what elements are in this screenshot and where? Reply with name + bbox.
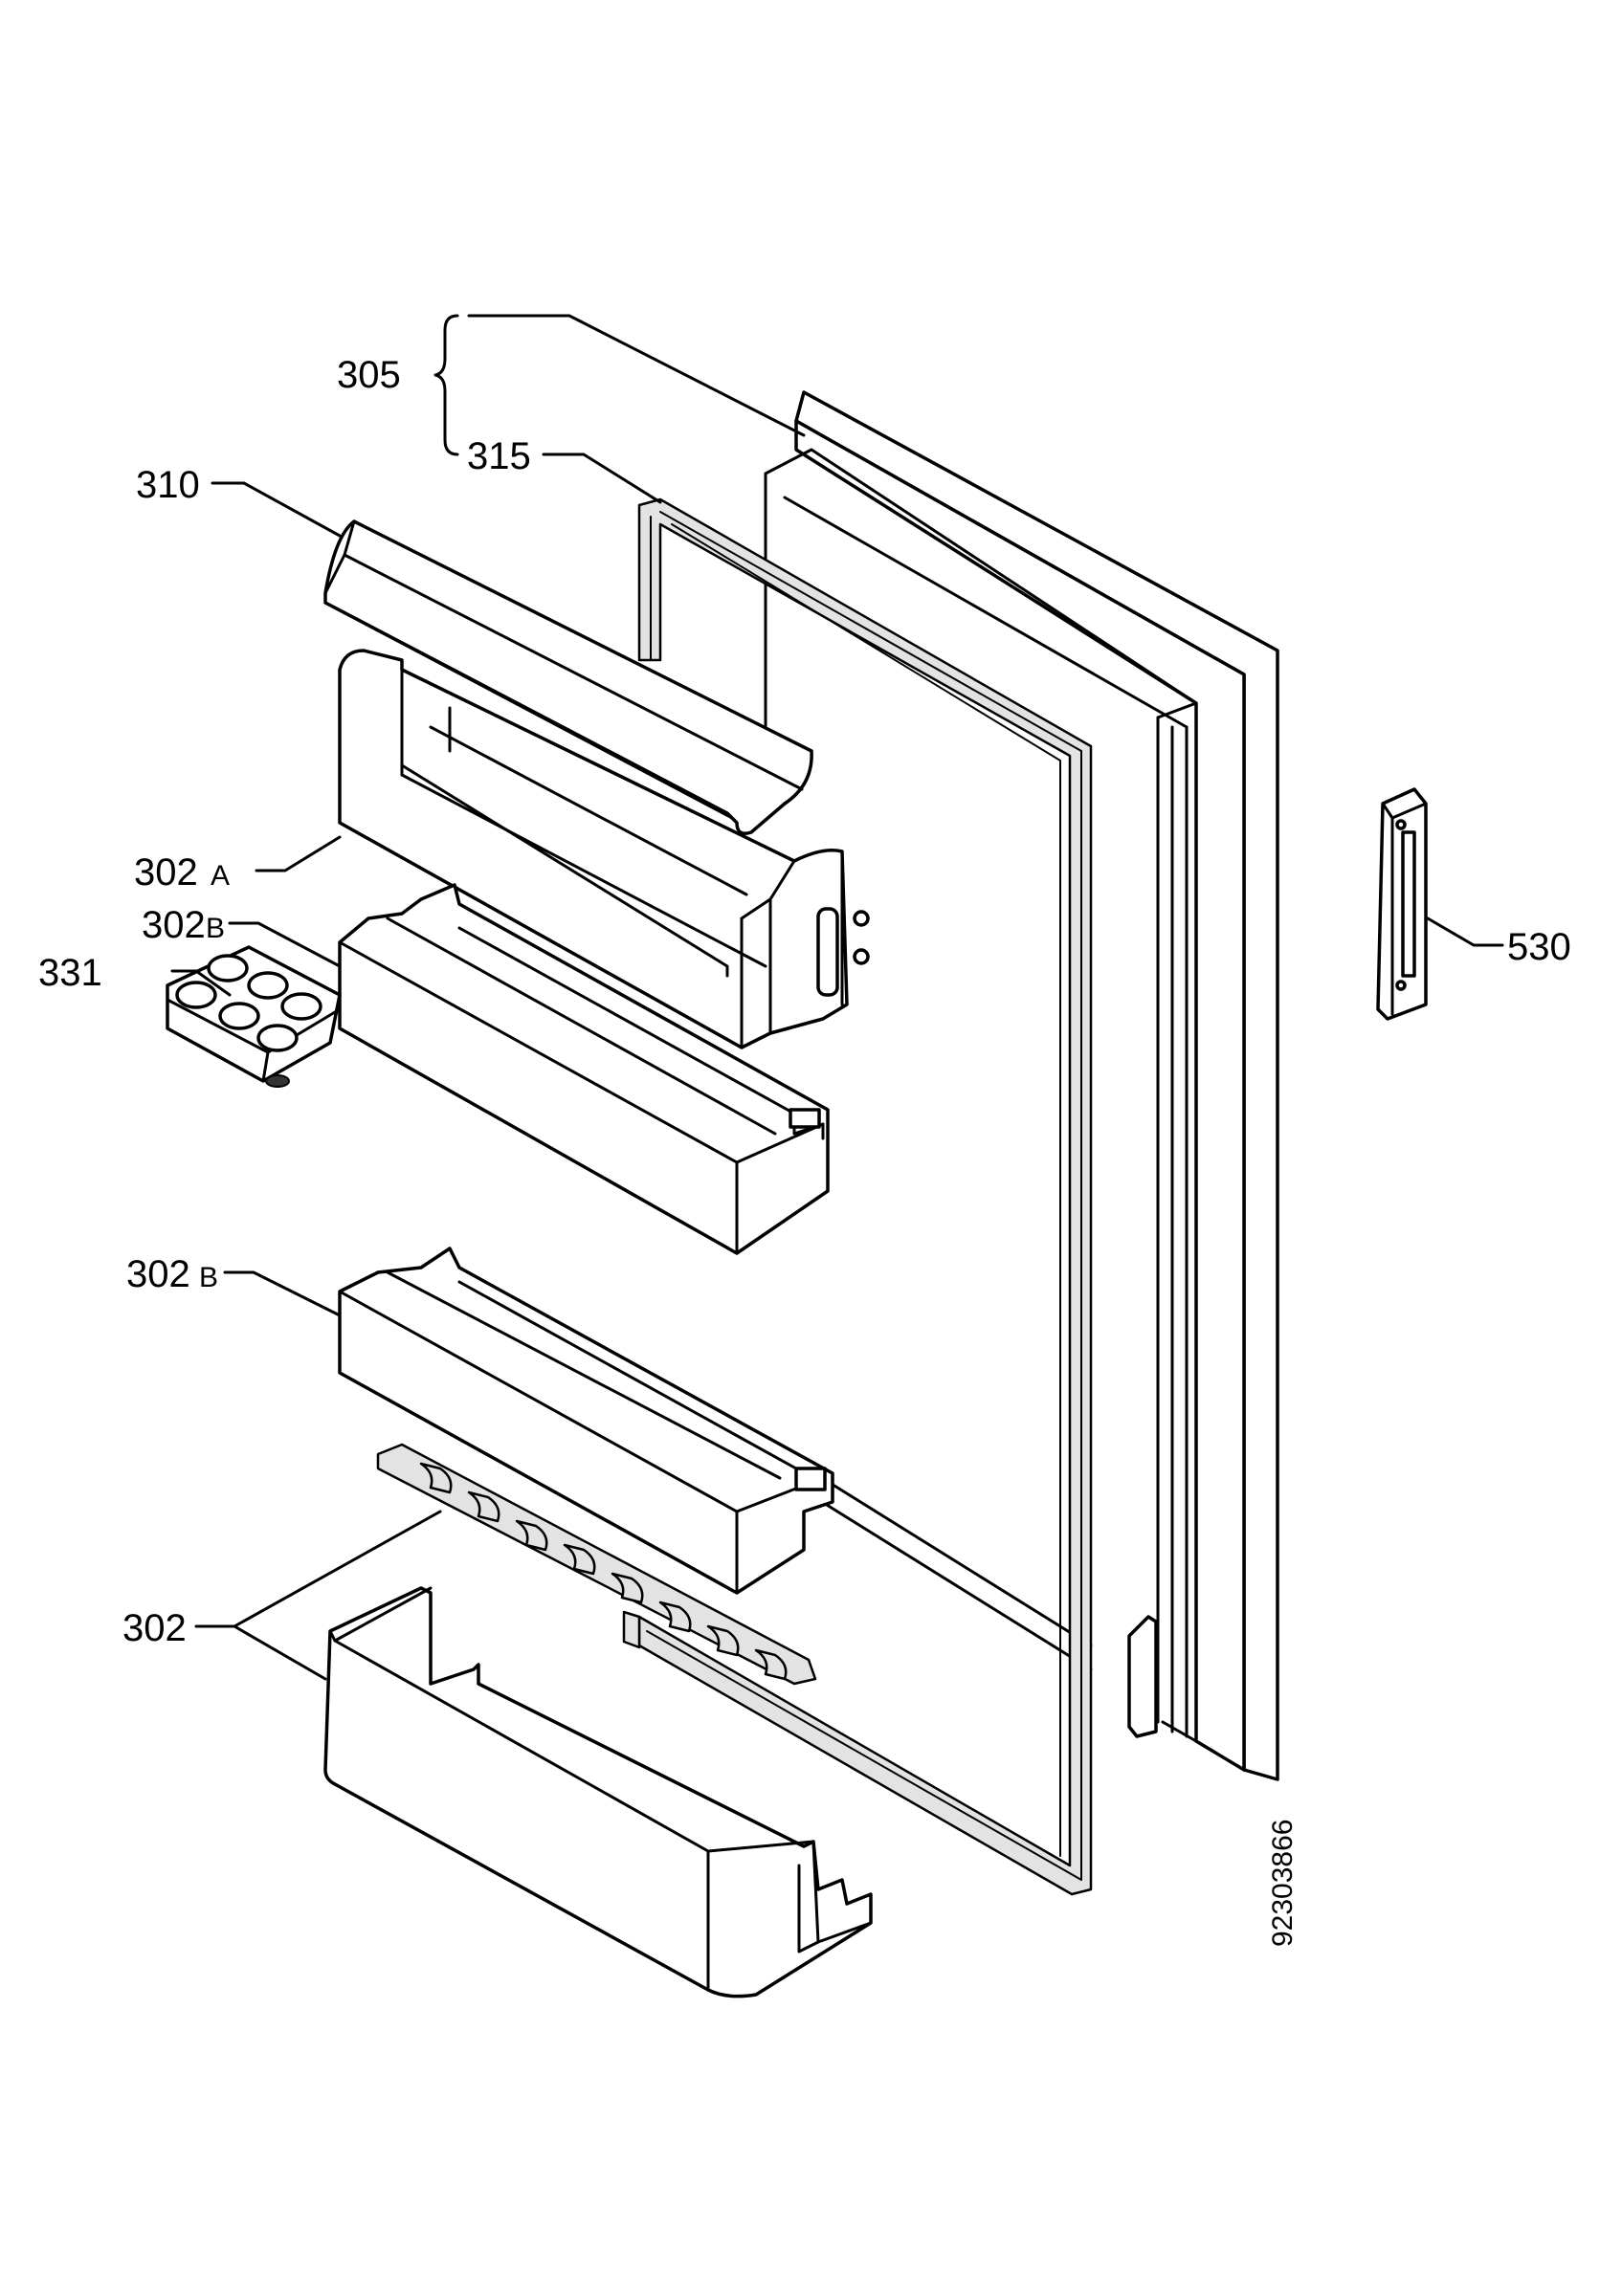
drawing-number: 92303866 bbox=[1267, 1820, 1299, 1947]
door-handle bbox=[1376, 787, 1428, 1021]
rack-bars bbox=[419, 1462, 788, 1681]
label-331: 331 bbox=[38, 952, 102, 994]
dairy-flap bbox=[323, 519, 813, 835]
label-302a-suffix: A bbox=[211, 860, 230, 892]
label-310: 310 bbox=[136, 464, 200, 506]
door-panel bbox=[764, 390, 1279, 1781]
bottle-rack bbox=[376, 1443, 817, 1686]
label-302b-upper: 302 bbox=[142, 904, 206, 946]
bottle-bin bbox=[323, 1586, 873, 1998]
middle-door-shelf bbox=[338, 883, 830, 1255]
label-315: 315 bbox=[467, 435, 531, 477]
door-gasket bbox=[622, 497, 1093, 1896]
label-302b-lower: 302 bbox=[126, 1253, 190, 1295]
upper-bin bbox=[338, 649, 870, 1049]
egg-tray bbox=[166, 945, 342, 1088]
lower-door-shelf bbox=[338, 1247, 834, 1595]
label-302a: 302 bbox=[134, 851, 198, 894]
label-530: 530 bbox=[1507, 926, 1571, 968]
label-302b-upper-suffix: B bbox=[206, 913, 225, 944]
label-302: 302 bbox=[122, 1607, 187, 1649]
label-305: 305 bbox=[337, 354, 401, 396]
leader-lines bbox=[170, 314, 1504, 1681]
label-302b-lower-suffix: B bbox=[199, 1262, 218, 1293]
part-labels: 305 315 310 302 A 302 B 331 302 B 302 53… bbox=[38, 354, 1571, 1947]
